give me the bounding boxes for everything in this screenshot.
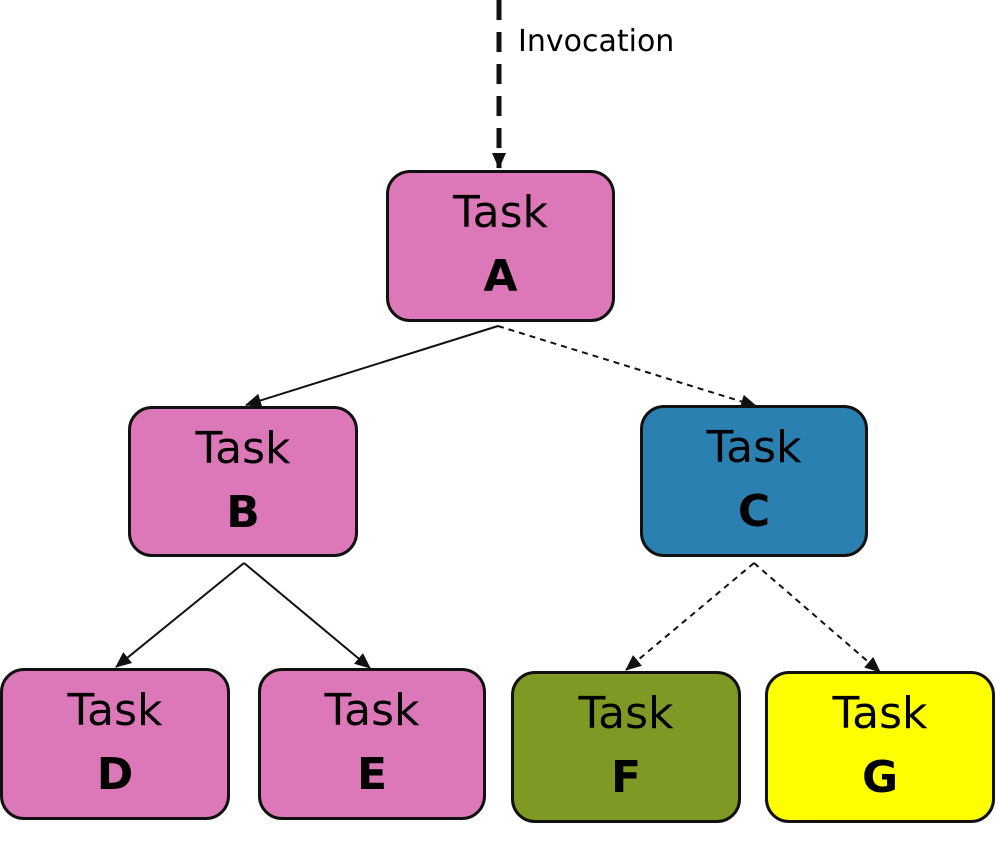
task-node-d-word: Task [67,685,163,736]
task-node-a: Task A [386,170,615,322]
task-node-e-letter: E [356,749,388,800]
edge-a-to-c [497,325,757,409]
task-node-e: Task E [258,668,486,820]
task-node-g-letter: G [861,752,899,803]
task-node-c: Task C [640,405,868,557]
task-node-b-word: Task [195,423,291,474]
task-node-a-word: Task [453,187,548,238]
task-node-g: Task G [765,671,995,823]
edge-b-to-d [115,562,245,668]
task-node-d-letter: D [96,749,134,800]
edge-c-to-f [625,562,755,671]
task-node-c-letter: C [737,486,771,537]
task-node-b-letter: B [226,487,260,538]
task-node-e-word: Task [324,685,420,736]
task-node-g-word: Task [832,688,928,739]
edge-c-to-g [753,562,881,673]
edge-a-to-b [245,325,499,408]
task-node-f-word: Task [578,688,674,739]
task-node-d: Task D [0,668,230,820]
task-node-b: Task B [128,406,358,557]
task-node-a-letter: A [483,251,518,302]
task-node-f: Task F [511,671,741,823]
task-node-f-letter: F [610,752,642,803]
edge-b-to-e [243,562,371,669]
task-node-c-word: Task [706,422,802,473]
invocation-label: Invocation [518,24,675,59]
